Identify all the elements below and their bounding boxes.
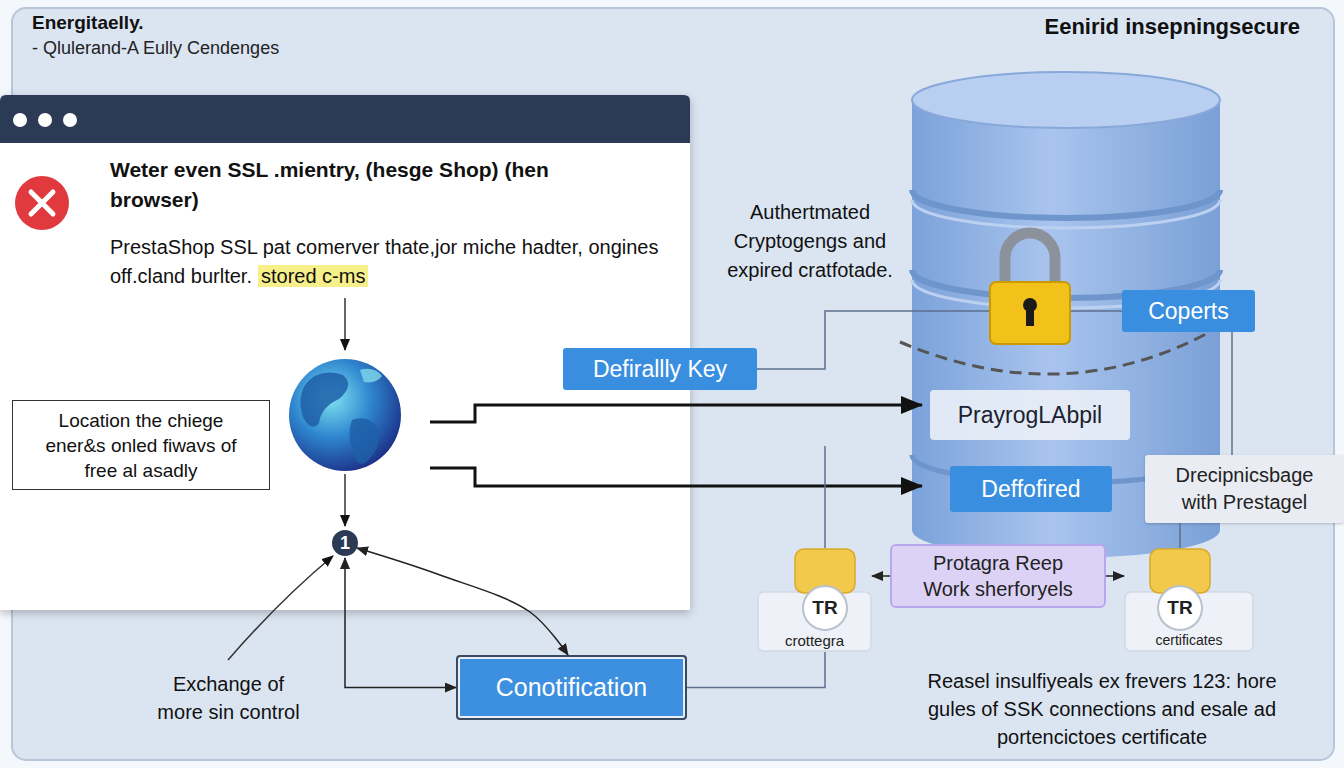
process-box: Conotification (456, 655, 687, 720)
certificate-icon: TR crottegra (757, 548, 872, 652)
flow-arrow (430, 405, 922, 422)
text-group: crottegra (757, 632, 872, 649)
connector (1231, 332, 1233, 455)
note-box: Location the chiege ener&s onled fiwavs … (12, 400, 270, 490)
browser-header (0, 95, 690, 143)
connector (687, 652, 825, 688)
node-text: PrayrogLAbpil (958, 402, 1102, 429)
error-icon (15, 176, 69, 230)
icon-badge (1158, 586, 1202, 630)
text-group: PrayrogLAbpil (930, 390, 1130, 440)
text-group: certificates (1124, 632, 1254, 648)
node-text: Weter even SSL .mientry, (hesge Shop) (h… (110, 155, 570, 215)
database-entry: PrayrogLAbpil (930, 390, 1130, 440)
node-text: Drecipnicsbage with Prestagel (1157, 462, 1332, 516)
text-group: Defirallly Key (563, 348, 757, 390)
window-dot (13, 113, 27, 127)
database-top (912, 72, 1220, 128)
node-text: PrestaShop SSL pat comerver thate,jor mi… (110, 236, 658, 287)
text-group: 1 (330, 528, 360, 558)
callout-number: 1 (330, 528, 360, 558)
error-cross (31, 192, 53, 214)
text-group: Location the chiege ener&s onled fiwavs … (13, 401, 269, 489)
node-text: stored c-ms (258, 265, 368, 287)
globe (289, 359, 401, 471)
leader-line (824, 446, 826, 548)
node-text: Defirallly Key (593, 356, 727, 383)
database-band (912, 200, 1220, 228)
connector (357, 548, 568, 655)
text-group: Drecipnicsbage with Prestagel (1145, 455, 1344, 523)
leader-arrow (344, 474, 346, 526)
dashed-ring (900, 334, 1206, 374)
process-box: Defirallly Key (563, 348, 757, 390)
globe-land (349, 418, 378, 463)
lock-body (990, 282, 1070, 344)
node-text: Deffofired (981, 476, 1080, 503)
node-text: TR (1167, 597, 1192, 619)
node-text: crottegra (757, 632, 872, 649)
node-text: TR (812, 597, 837, 619)
flow-arrow (430, 468, 922, 486)
node-text: Location the chiege ener&s onled fiwavs … (31, 408, 251, 483)
process-box: Protagra Reep Work sherforyels (890, 544, 1106, 608)
node-text: Protagra Reep Work sherforyels (916, 550, 1080, 602)
keyhole (1023, 298, 1037, 312)
connector (757, 311, 1122, 369)
globe-land (360, 369, 382, 383)
globe-land (300, 373, 348, 427)
leader-arrow (344, 298, 346, 350)
certificate-icon: TR certificates (1124, 548, 1254, 652)
database-band (912, 190, 1220, 218)
text-group: TR (803, 586, 847, 630)
text-group: Coperts (1122, 290, 1255, 332)
window-dot (63, 113, 77, 127)
connector (345, 558, 456, 688)
process-box: Coperts (1122, 290, 1255, 332)
node-text: Coperts (1148, 298, 1229, 325)
node-text: 1 (340, 533, 350, 554)
lock-shackle (1005, 233, 1055, 290)
node-text: certificates (1124, 632, 1254, 648)
leader-arrow (228, 556, 333, 660)
node-text: Conotification (496, 673, 647, 702)
window-dot (38, 113, 52, 127)
text-group: Weter even SSL .mientry, (hesge Shop) (h… (110, 155, 570, 215)
icon-badge (803, 586, 847, 630)
callout-circle (331, 529, 359, 557)
text-group: PrestaShop SSL pat comerver thate,jor mi… (110, 233, 660, 291)
info-box: Drecipnicsbage with Prestagel (1145, 455, 1344, 523)
text-group: Deffofired (950, 466, 1112, 512)
connector (1106, 575, 1124, 577)
process-box: Deffofired (950, 466, 1112, 512)
text-group: Protagra Reep Work sherforyels (892, 546, 1104, 606)
text-group: TR (1158, 586, 1202, 630)
connector (1179, 523, 1181, 548)
connector (872, 575, 890, 577)
keyhole (1026, 308, 1034, 326)
text-group: Conotification (458, 657, 685, 718)
